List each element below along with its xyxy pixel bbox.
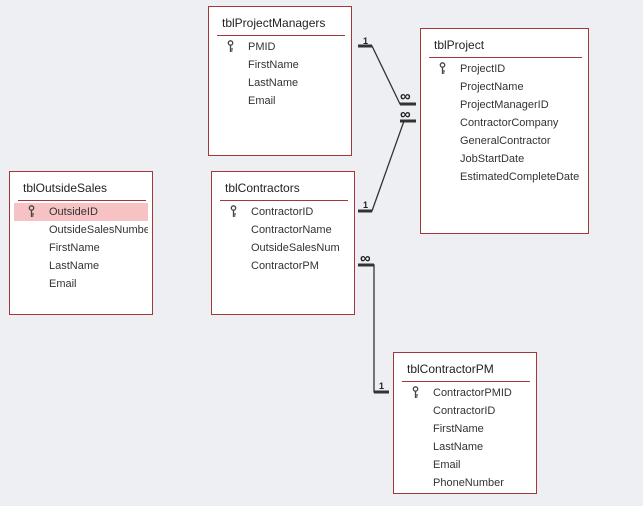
field-list: ContractorPMID ContractorID FirstName La… [394, 384, 536, 492]
title-divider [220, 200, 348, 201]
field-row[interactable]: Email [398, 456, 532, 474]
key-icon [439, 62, 446, 74]
field-row[interactable]: JobStartDate [425, 150, 584, 168]
field-name: ProjectID [460, 63, 506, 75]
field-row[interactable]: ContractorID [216, 203, 350, 221]
title-divider [217, 35, 345, 36]
field-row[interactable]: ContractorPMID [398, 384, 532, 402]
field-name: PhoneNumber [433, 477, 504, 489]
field-row[interactable]: EstimatedCompleteDate [425, 168, 584, 186]
field-row[interactable]: OutsideSalesNumbe [14, 221, 148, 239]
key-icon [28, 205, 35, 217]
field-name: ContractorName [251, 224, 332, 236]
field-name: Email [433, 459, 461, 471]
field-row[interactable]: LastName [213, 74, 347, 92]
field-name: LastName [248, 77, 299, 89]
table-title[interactable]: tblContractorPM [407, 362, 494, 376]
table-contractors[interactable]: tblContractors ContractorID ContractorNa… [211, 171, 355, 315]
table-contractor-pm[interactable]: tblContractorPM ContractorPMID Contracto… [393, 352, 537, 494]
title-divider [402, 381, 530, 382]
field-row[interactable]: FirstName [14, 239, 148, 257]
field-row-selected[interactable]: OutsideID [14, 203, 148, 221]
table-title[interactable]: tblOutsideSales [23, 181, 108, 195]
field-name: ProjectManagerID [460, 99, 549, 111]
table-title[interactable]: tblProjectManagers [222, 16, 326, 30]
field-name: ContractorPM [251, 260, 319, 272]
field-row[interactable]: LastName [398, 438, 532, 456]
field-name: Email [248, 95, 276, 107]
field-row[interactable]: Email [213, 92, 347, 110]
field-row[interactable]: ProjectName [425, 78, 584, 96]
table-outside-sales[interactable]: tblOutsideSales OutsideID OutsideSalesNu… [9, 171, 153, 315]
field-name: GeneralContractor [460, 135, 551, 147]
key-icon [227, 40, 234, 52]
field-name: FirstName [49, 242, 100, 254]
cardinality-one-label: 1 [363, 36, 369, 46]
relationship-contractor-contractorpm[interactable] [358, 263, 389, 394]
cardinality-many-label: ∞ [360, 250, 371, 267]
cardinality-one-label: 1 [379, 381, 385, 391]
field-name: JobStartDate [460, 153, 525, 165]
relationship-pm-project[interactable] [358, 44, 416, 106]
field-name: ProjectName [460, 81, 524, 93]
field-row[interactable]: PhoneNumber [398, 474, 532, 492]
table-project[interactable]: tblProject ProjectID ProjectName Project… [420, 28, 589, 234]
field-row[interactable]: ContractorID [398, 402, 532, 420]
field-row[interactable]: ProjectManagerID [425, 96, 584, 114]
key-icon [412, 386, 419, 398]
field-name: LastName [49, 260, 100, 272]
field-name: LastName [433, 441, 484, 453]
field-list: OutsideID OutsideSalesNumbe FirstName La… [10, 203, 152, 293]
field-row[interactable]: FirstName [213, 56, 347, 74]
field-name: OutsideID [49, 206, 98, 218]
cardinality-many-label: ∞ [400, 88, 411, 105]
field-name: ContractorPMID [433, 387, 512, 399]
cardinality-one-label: 1 [363, 200, 369, 210]
title-divider [429, 57, 582, 58]
field-name: ContractorID [433, 405, 496, 417]
field-row[interactable]: FirstName [398, 420, 532, 438]
field-list: PMID FirstName LastName Email [209, 38, 351, 110]
relationship-contractor-project[interactable] [358, 119, 416, 213]
cardinality-many-label: ∞ [400, 106, 411, 123]
field-name: EstimatedCompleteDate [460, 171, 580, 183]
field-name: FirstName [433, 423, 484, 435]
field-name: ContractorID [251, 206, 314, 218]
field-list: ContractorID ContractorName OutsideSales… [212, 203, 354, 275]
field-name: ContractorCompany [460, 117, 559, 129]
key-icon [230, 205, 237, 217]
title-divider [18, 200, 146, 201]
field-row[interactable]: GeneralContractor [425, 132, 584, 150]
field-name: FirstName [248, 59, 299, 71]
field-row[interactable]: PMID [213, 38, 347, 56]
field-row[interactable]: OutsideSalesNum [216, 239, 350, 257]
table-title[interactable]: tblProject [434, 38, 485, 52]
field-row[interactable]: ProjectID [425, 60, 584, 78]
field-name: PMID [248, 41, 276, 53]
table-project-managers[interactable]: tblProjectManagers PMID FirstName LastNa… [208, 6, 352, 156]
field-name: OutsideSalesNumbe [49, 224, 148, 236]
field-row[interactable]: LastName [14, 257, 148, 275]
field-name: OutsideSalesNum [251, 242, 340, 254]
field-name: Email [49, 278, 77, 290]
field-row[interactable]: ContractorPM [216, 257, 350, 275]
field-list: ProjectID ProjectName ProjectManagerID C… [421, 60, 588, 186]
field-row[interactable]: ContractorCompany [425, 114, 584, 132]
table-title[interactable]: tblContractors [225, 181, 300, 195]
field-row[interactable]: Email [14, 275, 148, 293]
field-row[interactable]: ContractorName [216, 221, 350, 239]
